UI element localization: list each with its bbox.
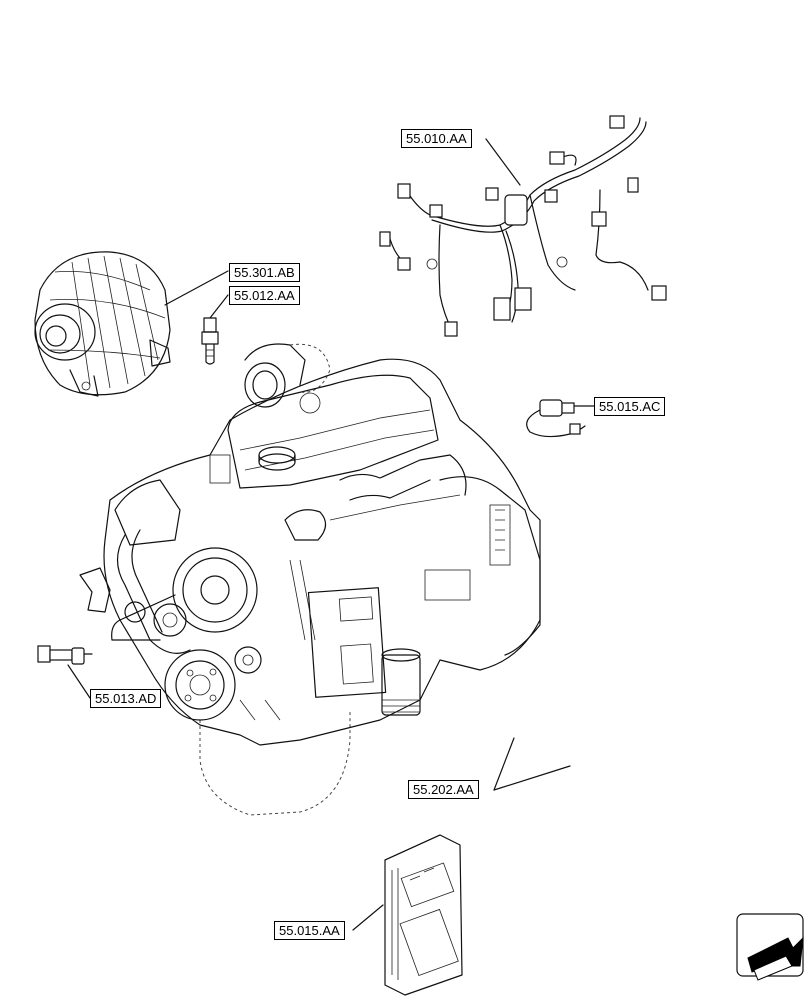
engine-drawing	[79, 343, 541, 816]
alternator-drawing	[34, 251, 171, 397]
temperature-sensor-drawing	[201, 317, 219, 365]
callout-engine-harness[interactable]: 55.202.AA	[408, 780, 479, 799]
callout-wiring-harness[interactable]: 55.010.AA	[401, 129, 472, 148]
leader-lines	[67, 138, 595, 931]
callout-alternator[interactable]: 55.301.AB	[229, 263, 300, 282]
callout-ecu[interactable]: 55.015.AA	[274, 921, 345, 940]
ecu-drawing	[384, 834, 463, 996]
pressure-sensor-drawing	[526, 399, 586, 438]
speed-sensor-drawing	[37, 645, 93, 665]
arrow-icon[interactable]	[736, 913, 804, 981]
callout-speed-sensor[interactable]: 55.013.AD	[90, 689, 162, 708]
callout-temperature-sensor[interactable]: 55.012.AA	[229, 286, 300, 305]
wiring-harness-drawing	[379, 115, 667, 337]
callout-pressure-sensor[interactable]: 55.015.AC	[594, 397, 666, 416]
